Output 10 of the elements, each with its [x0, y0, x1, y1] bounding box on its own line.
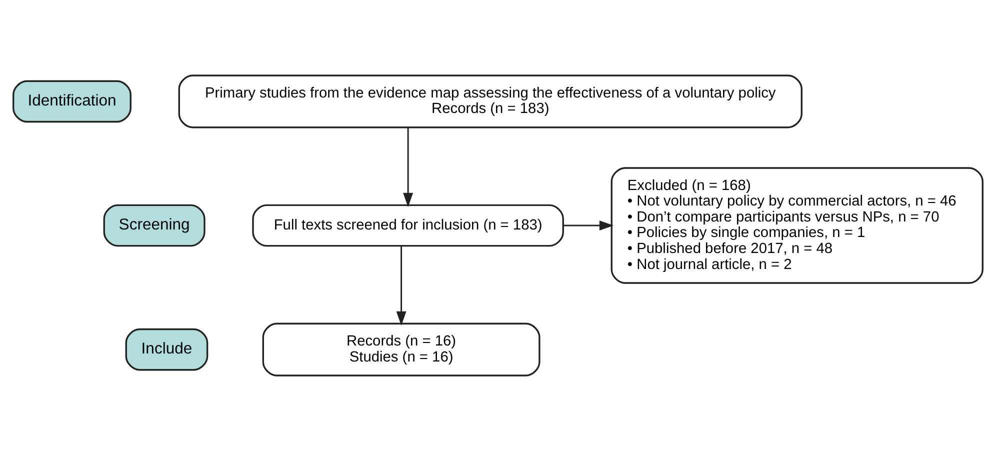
node-box: Records (n = 16) Studies (n = 16)	[262, 322, 540, 376]
arrow	[403, 126, 414, 207]
node-box: Excluded (n = 168) • Not voluntary policy by commercial actors, n = 46 • Don’t compare participants versus NPs, n = 70 • Policies by single companies, n = 1 • Published before 2017, n = 48 • Not journal article, n = 2	[610, 166, 984, 284]
node-box: Include	[125, 328, 208, 370]
arrow	[396, 245, 406, 326]
node-box: Screening	[103, 204, 206, 246]
arrow	[564, 220, 614, 230]
node-box: Identification	[12, 80, 132, 122]
node-box: Primary studies from the evidence map assessing the effectiveness of a voluntary policy Records (n = 183)	[178, 74, 802, 128]
node-box: Full texts screened for inclusion (n = 183)	[252, 204, 564, 246]
